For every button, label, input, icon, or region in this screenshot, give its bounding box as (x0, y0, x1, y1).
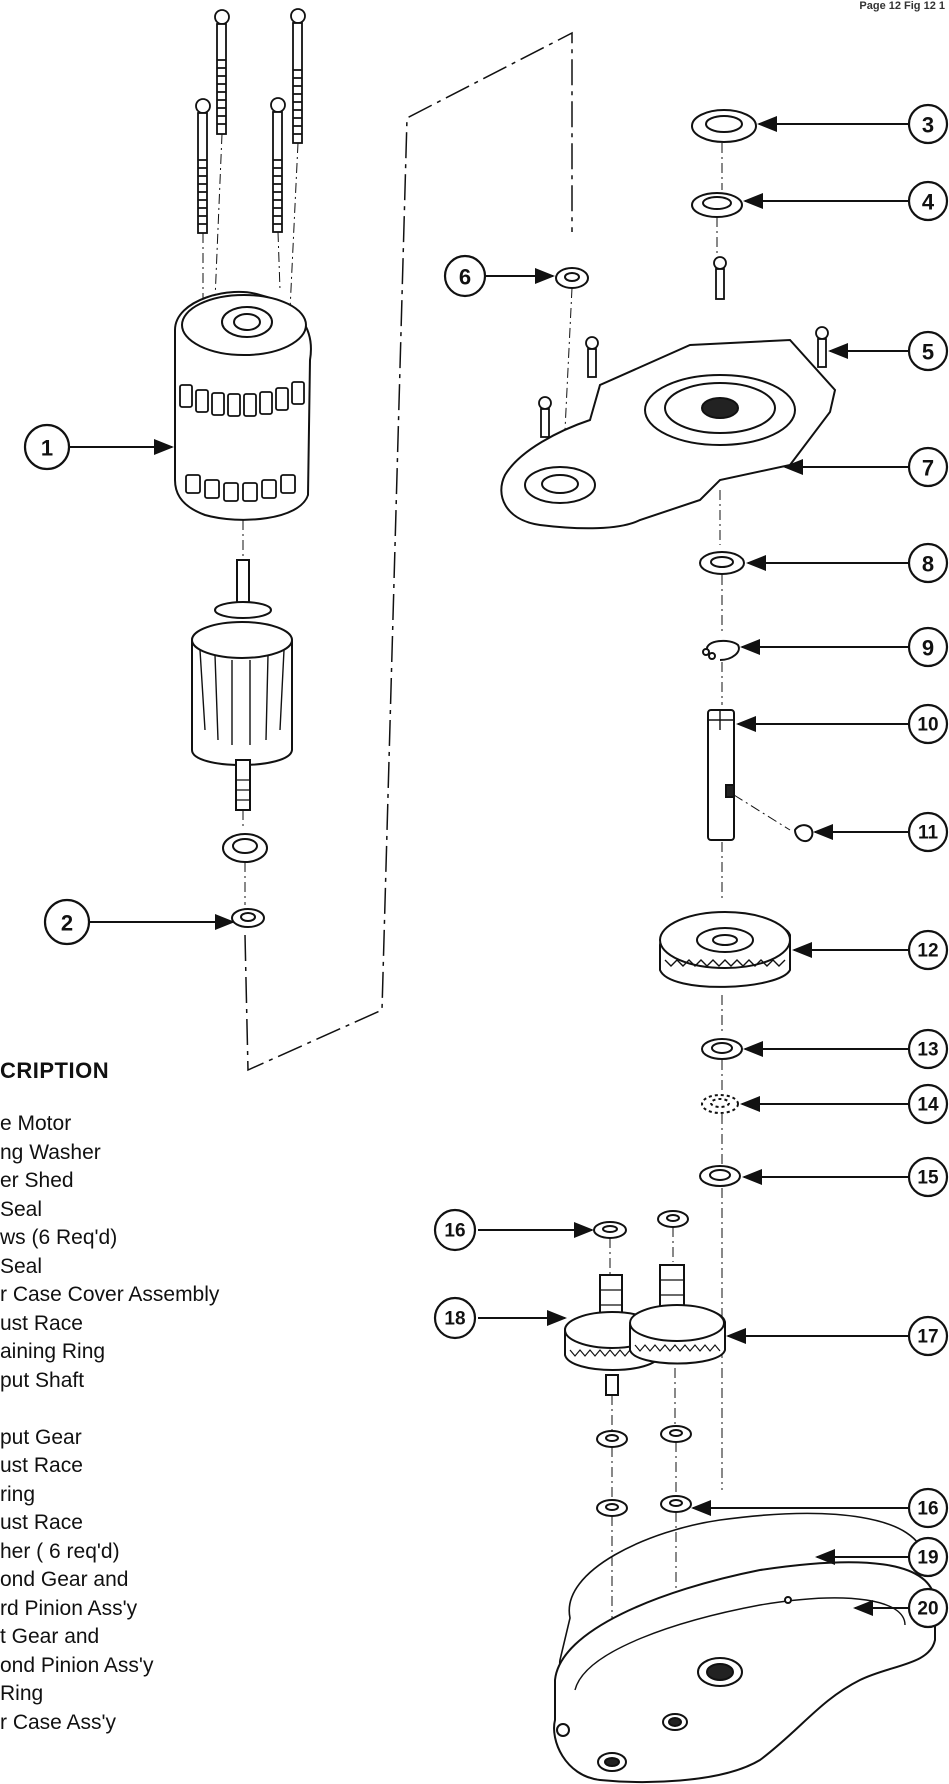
parts-description-line: aining Ring (0, 1340, 106, 1363)
callout-17 (907, 1315, 949, 1357)
callout-5-label: 5 (922, 340, 934, 365)
thrust-race-8 (699, 551, 745, 575)
callout-1-label: 1 (41, 436, 53, 461)
washers-bottom (596, 1425, 692, 1517)
callout-5 (907, 330, 949, 372)
callout-9 (907, 626, 949, 668)
callout-3 (907, 103, 949, 145)
callout-3-label: 3 (922, 113, 934, 138)
parts-description-line: ws (6 Req'd) (0, 1226, 118, 1249)
parts-description-line: ring (0, 1482, 36, 1506)
seal-part (555, 267, 589, 289)
motor-bearing (222, 833, 268, 863)
description-heading: CRIPTION (0, 1058, 110, 1083)
callout-10-label: 10 (917, 715, 938, 736)
exploded-view-link-line (244, 31, 573, 1072)
parts-description-line: ust Race (0, 1454, 83, 1477)
shed-part (691, 109, 757, 143)
parts-description-line: ust Race (0, 1511, 83, 1534)
callout-14-label: 14 (917, 1095, 939, 1116)
callout-20-label: 20 (917, 1599, 938, 1620)
parts-description-line: ond Gear and (0, 1568, 129, 1591)
bearing-14 (701, 1094, 739, 1114)
callout-4-label: 4 (922, 190, 935, 215)
shaft-key (793, 824, 814, 843)
callout-18 (433, 1296, 477, 1340)
parts-description-line: ond Pinion Ass'y (0, 1653, 154, 1677)
callout-8-label: 8 (922, 552, 934, 577)
callout-11-label: 11 (918, 823, 939, 844)
callout-19 (907, 1536, 949, 1578)
parts-description-line: her ( 6 req'd) (0, 1539, 120, 1563)
callout-18-label: 18 (444, 1309, 465, 1330)
callout-2 (43, 898, 91, 946)
callout-16-top-label: 16 (444, 1221, 465, 1242)
callout-12-label: 12 (917, 941, 938, 962)
output-shaft (707, 709, 735, 841)
parts-description-line: Ring (0, 1682, 44, 1705)
parts-description-line: Seal (0, 1197, 43, 1221)
callout-16-bottom-label: 16 (917, 1499, 938, 1520)
callout-4 (907, 180, 949, 222)
parts-description-line: r Case Ass'y (0, 1710, 117, 1734)
parts-description-line: r Case Cover Assembly (0, 1283, 220, 1306)
gear-pinion-assemblies (564, 1264, 726, 1396)
callout-15 (907, 1156, 949, 1198)
page-reference: Page 12 Fig 12 1 (859, 0, 945, 12)
parts-description-line: ng Washer (0, 1140, 101, 1164)
parts-description-line: er Shed (0, 1169, 74, 1192)
gear-case-cover (500, 338, 837, 530)
thrust-race-13 (701, 1038, 743, 1060)
parts-description-line (0, 1395, 219, 1424)
motor-housing (174, 290, 312, 521)
motor-armature (191, 559, 293, 811)
spring-washer (231, 908, 265, 928)
parts-description-line: Seal (0, 1254, 43, 1278)
callout-11 (907, 811, 949, 853)
washers-top (593, 1210, 689, 1239)
callout-6-label: 6 (459, 265, 471, 290)
parts-description-line: put Gear (0, 1425, 82, 1449)
callout-13 (907, 1028, 949, 1070)
callout-14 (907, 1083, 949, 1125)
callout-9-label: 9 (922, 636, 934, 661)
gear-case (553, 1561, 936, 1783)
parts-description-line: put Shaft (0, 1368, 85, 1392)
motor-screws (195, 8, 306, 234)
callout-7-label: 7 (922, 456, 934, 481)
thrust-race-15 (699, 1165, 741, 1187)
callout-16-top (433, 1208, 477, 1252)
callout-12 (907, 929, 949, 971)
callout-7 (907, 446, 949, 488)
parts-description-line: ust Race (0, 1311, 83, 1335)
output-gear (659, 911, 791, 988)
parts-description-line: rd Pinion Ass'y (0, 1596, 138, 1620)
callout-15-label: 15 (917, 1168, 939, 1189)
callout-2-label: 2 (61, 911, 73, 936)
callout-6 (443, 254, 487, 298)
callout-10 (907, 703, 949, 745)
callout-16-bottom (907, 1487, 949, 1529)
retaining-ring (702, 639, 740, 661)
oil-seal-part (691, 192, 743, 218)
callout-19-label: 19 (917, 1548, 938, 1569)
callout-8 (907, 542, 949, 584)
callout-17-label: 17 (917, 1327, 938, 1348)
callout-13-label: 13 (917, 1040, 938, 1061)
callout-1 (23, 423, 71, 471)
callout-20 (907, 1587, 949, 1629)
parts-description-line: e Motor (0, 1112, 72, 1135)
parts-description-line: t Gear and (0, 1625, 100, 1648)
